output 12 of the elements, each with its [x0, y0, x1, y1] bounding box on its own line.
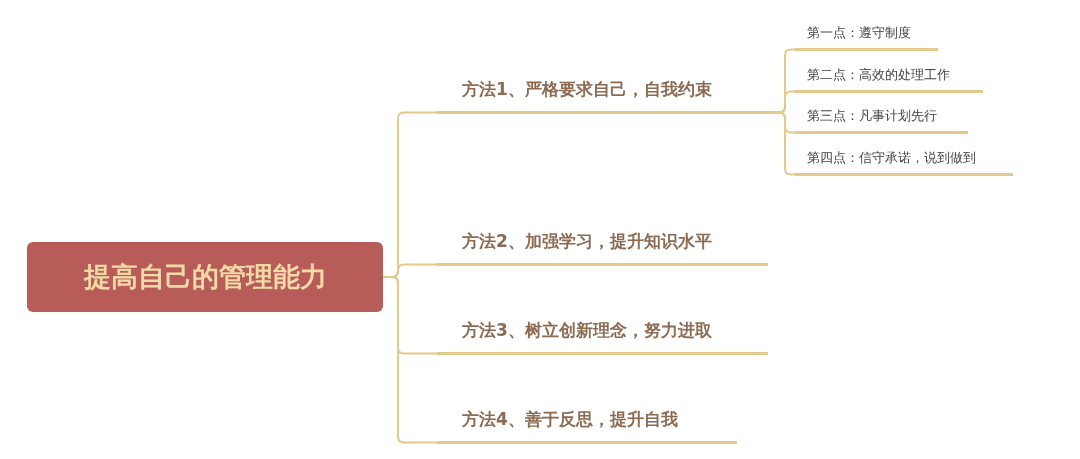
connector-line — [769, 111, 796, 176]
topic-text: 第二点：高效的处理工作 — [807, 66, 950, 84]
root-topic-text: 提高自己的管理能力 — [83, 260, 327, 294]
topic-text: 第一点：遵守制度 — [807, 24, 911, 42]
topic-text: 方法2、加强学习，提升知识水平 — [462, 230, 712, 253]
topic-text: 第四点：信守承诺，说到做到 — [807, 149, 976, 167]
topic-text: 第三点：凡事计划先行 — [807, 107, 937, 125]
root-topic-box — [27, 242, 383, 312]
topic-text: 方法1、严格要求自己，自我约束 — [462, 78, 712, 101]
topic-text: 方法4、善于反思，提升自我 — [462, 408, 678, 431]
connector-line — [382, 276, 438, 444]
topic-text: 方法3、树立创新理念，努力进取 — [462, 319, 712, 342]
